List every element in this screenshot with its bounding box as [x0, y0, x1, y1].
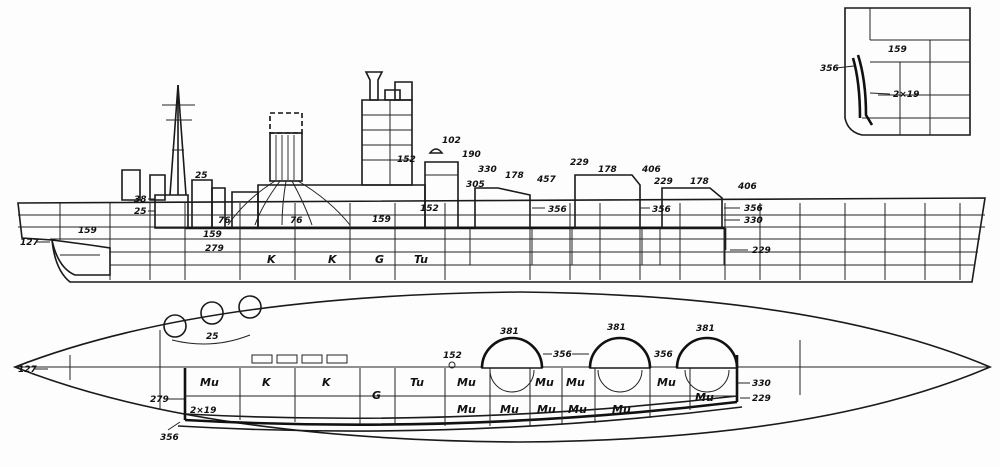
plan-label-356-a: 356 [553, 350, 572, 360]
plan-compartment-mu-9: Mu [568, 403, 587, 416]
plan-label-356-c: 356 [160, 433, 179, 443]
label-356-a: 356 [548, 205, 567, 215]
plan-label-279: 279 [150, 395, 169, 405]
funnel-hatching [275, 135, 295, 180]
plan-compartment-k-2: K [322, 376, 332, 389]
plan-label-2x19: 2×19 [190, 406, 216, 416]
compartment-tu: Tu [414, 253, 428, 266]
label-152-belt: 152 [420, 204, 439, 214]
label-330-tower: 330 [478, 165, 497, 175]
label-76-a: 76 [218, 216, 231, 226]
label-330-belt: 330 [744, 216, 763, 226]
label-25-a: 25 [195, 171, 208, 181]
plan-compartment-mu-6: Mu [457, 403, 476, 416]
plan-compartment-g: G [372, 389, 381, 402]
label-38: 38 [134, 195, 147, 205]
plan-label-381-c: 381 [696, 324, 715, 334]
plan-compartment-mu-4: Mu [566, 376, 585, 389]
plan-label-229: 229 [752, 394, 771, 404]
plan-compartment-mu-3: Mu [535, 376, 554, 389]
label-25-b: 25 [134, 207, 147, 217]
label-127: 127 [20, 238, 40, 248]
plan-compartment-k-1: K [262, 376, 272, 389]
compartment-g: G [375, 253, 384, 266]
label-229-c: 229 [654, 177, 673, 187]
label-356-c: 356 [744, 204, 763, 214]
label-178-c: 178 [690, 177, 709, 187]
plan-label-330: 330 [752, 379, 771, 389]
plan-label-356-b: 356 [654, 350, 673, 360]
label-152-tower: 152 [397, 155, 416, 165]
label-190: 190 [462, 150, 481, 160]
label-305: 305 [466, 180, 485, 190]
label-159-fwd: 159 [203, 230, 222, 240]
plan-compartment-mu-2: Mu [457, 376, 476, 389]
plan-compartment-mu-5: Mu [657, 376, 676, 389]
plan-compartment-mu-7: Mu [500, 403, 519, 416]
inset-label-356: 356 [820, 64, 839, 74]
plan-label-25: 25 [206, 332, 219, 342]
inset-label-159: 159 [888, 45, 907, 55]
plan-label-127: 127 [18, 365, 38, 375]
label-406-b: 406 [641, 165, 661, 175]
label-76-b: 76 [290, 216, 303, 226]
label-159-mid: 159 [372, 215, 391, 225]
label-229-b: 229 [570, 158, 589, 168]
plan-compartment-mu-11: Mu [695, 391, 714, 404]
label-178-a: 178 [505, 171, 524, 181]
hull-outline [17, 197, 986, 283]
compartment-k-1: K [267, 253, 277, 266]
plan-compartment-mu-10: Mu [612, 403, 631, 416]
label-178-b: 178 [598, 165, 617, 175]
label-279: 279 [205, 244, 224, 254]
plan-label-152: 152 [443, 351, 462, 361]
plan-label-381-b: 381 [607, 323, 626, 333]
plan-compartment-mu-8: Mu [537, 403, 556, 416]
label-356-b: 356 [652, 205, 671, 215]
inset-section-detail: 356 159 2×19 [820, 7, 971, 136]
plan-view: Mu K K G Tu Mu Mu Mu Mu Mu Mu Mu Mu Mu M… [12, 291, 993, 443]
label-159-bow: 159 [78, 226, 97, 236]
label-457: 457 [536, 175, 557, 185]
plan-compartment-mu-1: Mu [200, 376, 219, 389]
plan-label-381-a: 381 [500, 327, 519, 337]
side-elevation: K K G Tu 127 159 159 279 38 25 25 76 76 … [17, 71, 986, 283]
compartment-k-2: K [328, 253, 338, 266]
plan-compartment-tu: Tu [410, 376, 424, 389]
label-102: 102 [442, 136, 461, 146]
label-406-c: 406 [737, 182, 757, 192]
inset-label-2x19: 2×19 [893, 90, 919, 100]
label-229-belt: 229 [752, 246, 771, 256]
